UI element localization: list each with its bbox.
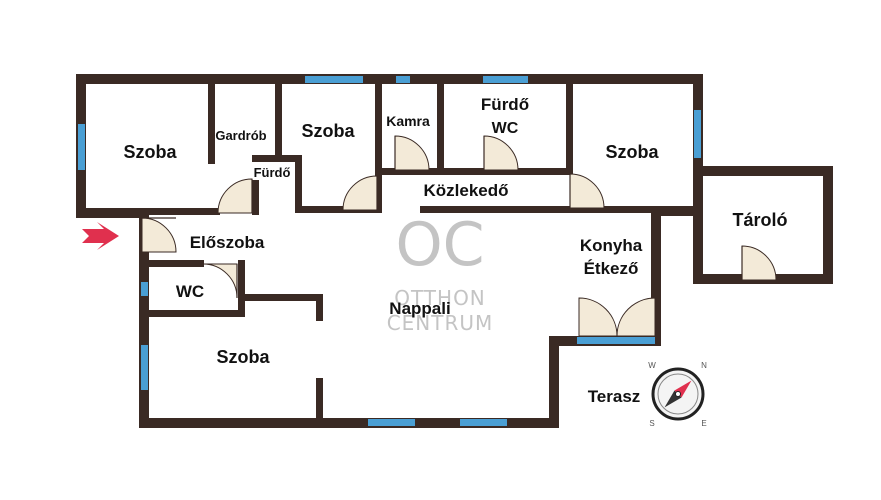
room-label-kozlekedo: Közlekedő (423, 181, 508, 200)
inner-walls (86, 84, 693, 423)
door-taroló (741, 245, 777, 281)
compass-east: E (701, 419, 706, 428)
room-label-wc: WC (176, 282, 204, 301)
door-szoba-3 (569, 173, 605, 209)
room-label-szoba-1: Szoba (123, 142, 177, 162)
room-label-furdo-wc: WC (492, 120, 519, 137)
room-label-szoba-3: Szoba (605, 142, 659, 162)
room-label-terasz: Terasz (588, 387, 641, 406)
entrance-arrow-icon (82, 222, 119, 250)
door-kamra (394, 135, 430, 171)
room-label-taroló: Tároló (732, 210, 787, 230)
door-leaves (142, 136, 743, 298)
room-label-furdo-small: Fürdő (254, 165, 291, 180)
otthon-centrum-logo: OC OTTHON CENTRUM (387, 210, 494, 335)
doors (141, 135, 777, 337)
door-gardrob (217, 178, 253, 214)
room-label-gardrob: Gardrób (215, 128, 266, 143)
room-label-furdo: Fürdő (481, 95, 529, 114)
windows (78, 76, 701, 426)
door-terrace-right (616, 297, 656, 337)
compass-north: N (701, 361, 707, 370)
room-labels: Szoba Gardrób Fürdő Szoba Kamra Fürdő WC… (123, 95, 787, 406)
room-label-szoba-2: Szoba (301, 121, 355, 141)
room-label-konyha: Konyha (580, 236, 643, 255)
logo-line-2: CENTRUM (387, 311, 494, 335)
compass-south: S (649, 419, 654, 428)
door-szoba-2 (342, 175, 378, 211)
logo-monogram: OC (395, 210, 484, 280)
door-eloszoba (141, 217, 177, 253)
door-terrace-left (578, 297, 618, 337)
room-label-eloszoba: Előszoba (190, 233, 265, 252)
room-label-szoba-4: Szoba (216, 347, 270, 367)
logo-line-1: OTTHON (394, 286, 486, 310)
compass-icon: W N S E (648, 361, 707, 428)
compass-west: W (648, 361, 656, 370)
room-label-etkezo: Étkező (584, 259, 639, 278)
room-label-kamra: Kamra (386, 113, 430, 129)
door-wc (202, 263, 238, 299)
door-furdo-wc (483, 135, 519, 171)
room-label-nappali: Nappali (389, 299, 450, 318)
